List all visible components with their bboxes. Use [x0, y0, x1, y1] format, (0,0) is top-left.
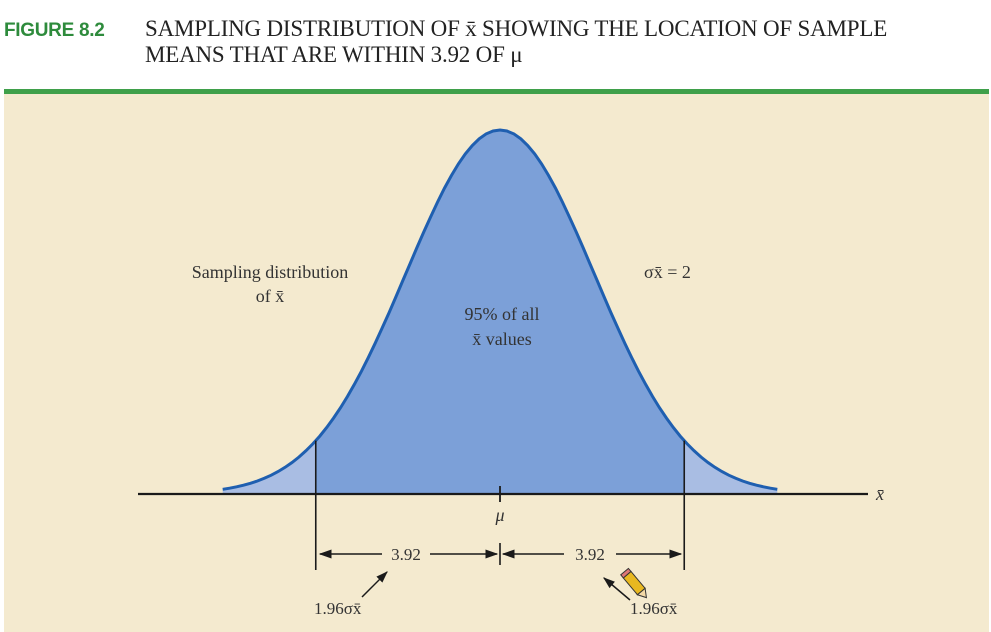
figure-title-line1: SAMPLING DISTRIBUTION OF x̄ SHOWING THE … [145, 16, 888, 41]
figure-title: SAMPLING DISTRIBUTION OF x̄ SHOWING THE … [145, 16, 985, 68]
right-bound-label: 1.96σx̄ [630, 599, 678, 618]
left-tail-area [222, 440, 316, 494]
center-label-line1: 95% of all [465, 304, 540, 324]
center-95-area [315, 130, 685, 494]
dist-label-line1: Sampling distribution [192, 262, 349, 282]
center-label-line2: x̄ values [472, 329, 531, 349]
right-tail-area [684, 440, 778, 494]
left-width-label: 3.92 [391, 545, 421, 564]
right-width-label: 3.92 [575, 545, 605, 564]
figure-header: FIGURE 8.2 SAMPLING DISTRIBUTION OF x̄ S… [0, 0, 991, 90]
figure-title-line2: MEANS THAT ARE WITHIN 3.92 OF μ [145, 42, 523, 67]
axis-label: x̄ [875, 484, 884, 504]
sigma-label: σx̄ = 2 [644, 262, 691, 282]
left-bound-label: 1.96σx̄ [314, 599, 362, 618]
dist-label-line2: of x̄ [256, 286, 285, 306]
figure-label: FIGURE 8.2 [4, 20, 105, 41]
mu-label: μ [494, 505, 504, 525]
left-bound-pointer [361, 571, 388, 598]
pencil-cursor-icon [620, 567, 648, 599]
right-bound-pointer [603, 577, 631, 601]
header-rule [4, 89, 989, 94]
